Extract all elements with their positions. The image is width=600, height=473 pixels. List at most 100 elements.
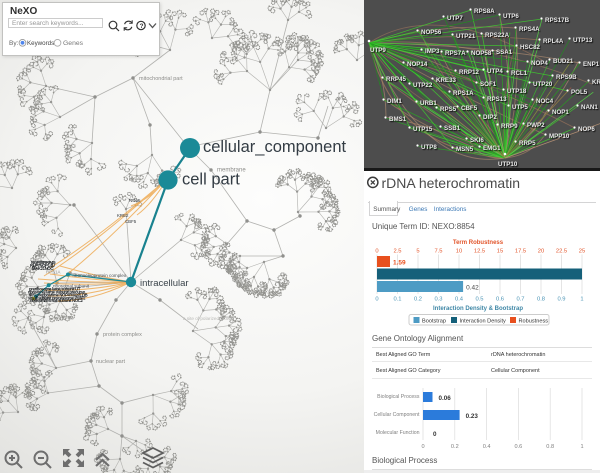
svg-text:Biological Process: Biological Process [377, 394, 420, 400]
svg-text:mitochondrial part: mitochondrial part [139, 76, 183, 82]
svg-text:0.42: 0.42 [466, 285, 479, 292]
svg-text:UTP9: UTP9 [370, 47, 386, 54]
svg-text:0.06: 0.06 [439, 395, 452, 402]
svg-text:0.6: 0.6 [496, 297, 504, 303]
svg-text:CBF5: CBF5 [461, 105, 478, 112]
svg-text:20: 20 [538, 249, 544, 255]
svg-text:0: 0 [375, 297, 378, 303]
svg-text:5: 5 [416, 249, 419, 255]
svg-text:NOP58RRP45: NOP58RRP45 [31, 260, 56, 265]
svg-text:EMG1: EMG1 [483, 145, 501, 152]
svg-text:small subunit processome PWP2: small subunit processome PWP2 [28, 296, 86, 301]
svg-text:membrane: membrane [217, 168, 246, 174]
svg-text:Term Robustness: Term Robustness [453, 240, 504, 246]
svg-text:NOP6: NOP6 [578, 126, 595, 133]
svg-text:0.4: 0.4 [483, 444, 491, 450]
svg-text:0: 0 [421, 444, 424, 450]
svg-text:KRR1: KRR1 [592, 79, 600, 86]
svg-text:MAK21NOC: MAK21NOC [32, 266, 53, 271]
svg-text:RLP7NOP14U: RLP7NOP14U [30, 263, 55, 268]
svg-text:RPL4A: RPL4A [543, 38, 564, 45]
svg-text:0.4: 0.4 [455, 297, 464, 303]
svg-text:Molecular Function: Molecular Function [376, 430, 420, 436]
svg-text:SSB1: SSB1 [444, 125, 461, 132]
svg-text:POL5: POL5 [571, 89, 588, 96]
svg-text:0.2: 0.2 [414, 297, 422, 303]
svg-text:cell part: cell part [182, 171, 240, 189]
svg-text:URB1: URB1 [420, 100, 437, 107]
svg-text:MPP10: MPP10 [549, 133, 570, 140]
svg-text:1: 1 [580, 297, 583, 303]
svg-text:ribosomal small subunit NOC2: ribosomal small subunit NOC2 [30, 298, 84, 303]
svg-text:MSN5: MSN5 [456, 146, 474, 153]
svg-text:10: 10 [456, 249, 462, 255]
svg-text:0.23: 0.23 [466, 413, 479, 420]
svg-text:RPS8A: RPS8A [474, 8, 495, 15]
svg-text:UTP5: UTP5 [512, 104, 528, 111]
svg-text:SSA1: SSA1 [496, 49, 513, 56]
svg-text:UTP6: UTP6 [503, 13, 519, 20]
svg-text:0.8: 0.8 [546, 444, 554, 450]
svg-text:?: ? [140, 23, 144, 30]
svg-text:CBF5: CBF5 [125, 219, 137, 224]
svg-text:NOP4: NOP4 [531, 60, 548, 67]
svg-text:RPS22A: RPS22A [485, 32, 510, 39]
svg-text:RRP45: RRP45 [386, 76, 407, 83]
svg-text:UTP8: UTP8 [421, 144, 437, 151]
svg-text:RPS13: RPS13 [487, 96, 507, 103]
svg-text:UTP10: UTP10 [498, 161, 518, 168]
svg-text:90S preribosome NOP4 MAK5 DB: 90S preribosome NOP4 MAK5 DB [29, 293, 88, 298]
svg-text:ribosomal subunit: ribosomal subunit [53, 284, 90, 289]
svg-text:0: 0 [433, 431, 437, 438]
svg-text:RRP5: RRP5 [519, 140, 536, 147]
svg-text:nuclear part: nuclear part [96, 359, 126, 365]
svg-text:HSC82: HSC82 [520, 44, 541, 51]
svg-text:ribosomal large subunit precur: ribosomal large subunit precurso [28, 290, 86, 295]
svg-text:NAN1: NAN1 [581, 104, 598, 111]
svg-text:Robustness: Robustness [519, 318, 549, 324]
svg-text:UTP13: UTP13 [573, 37, 593, 44]
svg-text:RRP12: RRP12 [459, 69, 480, 76]
svg-text:NOP1: NOP1 [552, 109, 569, 116]
svg-text:22.5: 22.5 [556, 249, 567, 255]
svg-text:0: 0 [375, 249, 378, 255]
svg-text:RPS1A: RPS1A [453, 90, 474, 97]
svg-text:DIP2: DIP2 [483, 114, 497, 121]
svg-text:2.5: 2.5 [393, 249, 401, 255]
svg-text:UTP20: UTP20 [533, 81, 553, 88]
svg-text:UTP22: UTP22 [413, 82, 433, 89]
svg-text:0.5: 0.5 [475, 297, 483, 303]
svg-text:PWP2: PWP2 [527, 122, 545, 129]
svg-text:ribonucleoprotein complex: ribonucleoprotein complex [73, 273, 127, 278]
svg-text:0.7: 0.7 [516, 297, 524, 303]
svg-text:BMS1: BMS1 [389, 116, 407, 123]
svg-text:DIM1: DIM1 [387, 98, 402, 105]
svg-text:UTP15: UTP15 [413, 126, 433, 133]
svg-text:0.8: 0.8 [537, 297, 545, 303]
svg-text:NOP58: NOP58 [471, 50, 492, 57]
svg-text:Interaction Density: Interaction Density [460, 318, 507, 324]
svg-text:IMP3: IMP3 [425, 48, 440, 55]
svg-text:KRE33: KRE33 [436, 77, 457, 84]
svg-text:25: 25 [579, 249, 585, 255]
svg-text:0.9: 0.9 [557, 297, 565, 303]
svg-text:RPS5: RPS5 [440, 106, 457, 113]
svg-text:RPS17B: RPS17B [545, 17, 570, 24]
svg-text:a site of polarized growth: a site of polarized growth [183, 316, 235, 321]
svg-text:1: 1 [580, 444, 583, 450]
svg-text:UTP7: UTP7 [447, 15, 463, 22]
svg-text:UTP21: UTP21 [456, 33, 476, 40]
svg-text:0.2: 0.2 [451, 444, 459, 450]
svg-text:RPS7A: RPS7A [445, 50, 466, 57]
svg-text:0.3: 0.3 [434, 297, 442, 303]
svg-text:intracellular: intracellular [140, 278, 189, 289]
svg-text:UTP18: UTP18 [507, 88, 527, 95]
svg-text:cellular_component: cellular_component [203, 138, 347, 156]
svg-text:0.1: 0.1 [393, 297, 401, 303]
svg-text:Bootstrap: Bootstrap [422, 318, 446, 324]
svg-text:protein complex: protein complex [103, 332, 142, 338]
svg-text:UTP4: UTP4 [487, 68, 503, 75]
svg-text:0.6: 0.6 [515, 444, 523, 450]
svg-text:SOF1: SOF1 [480, 81, 497, 88]
svg-text:17.5: 17.5 [515, 249, 526, 255]
